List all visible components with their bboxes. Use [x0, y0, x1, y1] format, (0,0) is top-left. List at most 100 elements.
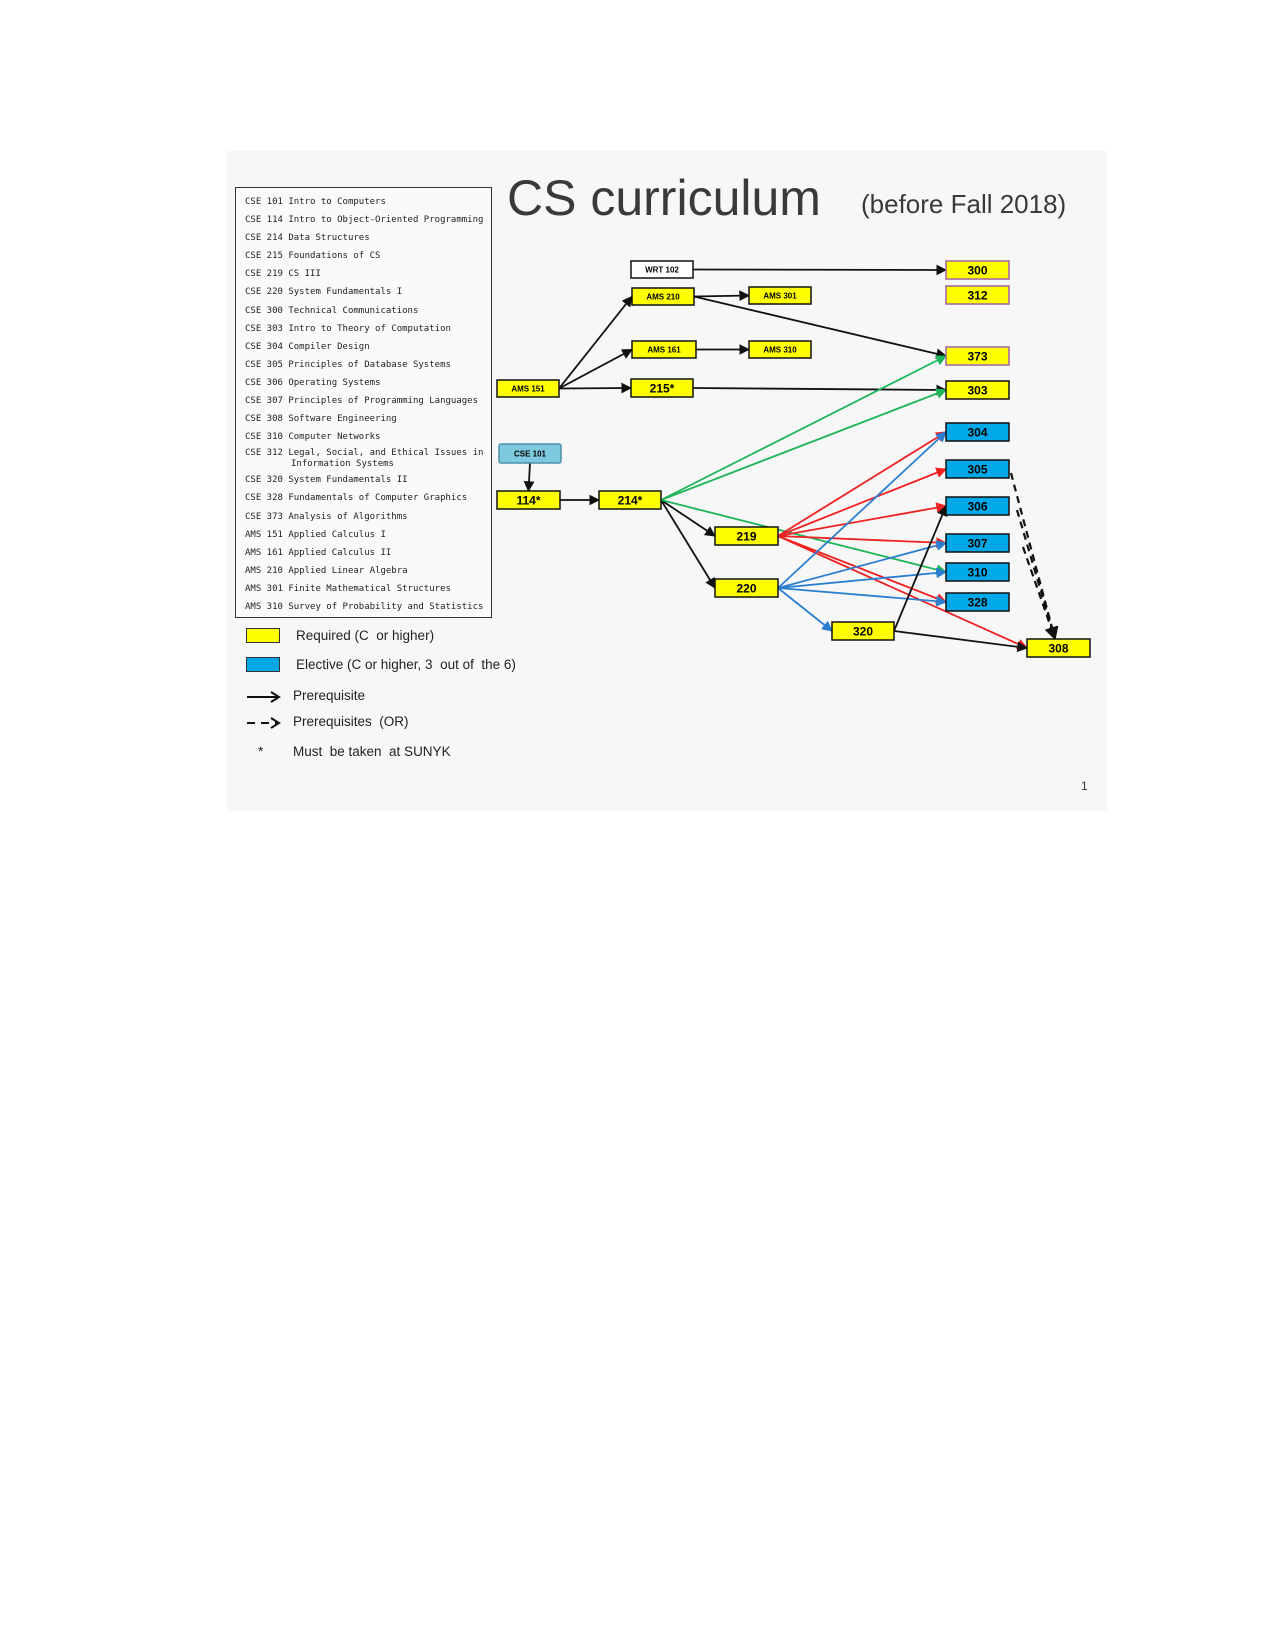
course-list-item: CSE 307 Principles of Programming Langua… [245, 396, 478, 407]
node-c114-box [496, 490, 561, 510]
node-c304-label: 304 [967, 426, 987, 440]
course-list-item: CSE 373 Analysis of Algorithms [245, 511, 408, 522]
course-list-item: CSE 220 System Fundamentals I [245, 287, 403, 298]
node-c306: 306 [945, 496, 1010, 516]
node-c373: 373 [945, 346, 1010, 366]
node-ams310-box [748, 340, 812, 359]
node-c307-box [945, 533, 1010, 553]
course-list-item-text: CSE 312 Legal, Social, and Ethical Issue… [245, 448, 484, 459]
node-c328-label: 328 [967, 596, 987, 610]
course-list-item: AMS 310 Survey of Probability and Statis… [245, 601, 484, 612]
slide-subtitle: (before Fall 2018) [861, 189, 1067, 219]
node-ams210-label: AMS 210 [646, 293, 680, 302]
node-ams151: AMS 151 [496, 379, 560, 398]
edge-ams210-to-c373 [693, 295, 948, 360]
edge-c219-to-c306 [777, 502, 948, 537]
node-wrt102-box [630, 260, 694, 279]
node-cse101-box [498, 443, 562, 464]
node-wrt102: WRT 102 [630, 260, 694, 279]
node-c310: 310 [945, 562, 1010, 582]
node-ams210: AMS 210 [631, 287, 695, 306]
edge-c214-to-c220 [660, 499, 716, 589]
slide-title: CS curriculum [507, 170, 821, 226]
edge-c215-to-c303 [692, 384, 948, 396]
legend-row: Elective (C or higher, 3 out of the 6) [246, 657, 586, 675]
node-ams301: AMS 301 [748, 286, 812, 305]
course-list-item: CSE 304 Compiler Design [245, 341, 370, 352]
legend-label: Must be taken at SUNYK [293, 744, 451, 759]
page-number: 1 [1081, 779, 1088, 793]
node-c305: 305 [945, 459, 1010, 479]
course-list-item: CSE 219 CS III [245, 269, 321, 280]
edge-c305-to-c308 [1009, 472, 1059, 641]
edge-c219-to-c308 [777, 535, 1028, 649]
node-c307-label: 307 [967, 537, 987, 551]
node-c220-label: 220 [736, 582, 756, 596]
node-c304-box [945, 422, 1010, 442]
node-c373-box [945, 346, 1010, 366]
edge-c220-to-c328 [777, 587, 948, 607]
course-list-item: CSE 300 Technical Communications [245, 305, 419, 316]
course-list-item-text: Information Systems [291, 459, 394, 470]
edge-ams151-to-ams161 [558, 348, 633, 390]
node-ams310: AMS 310 [748, 340, 812, 359]
node-c305-box [945, 459, 1010, 479]
node-c310-label: 310 [967, 566, 987, 580]
edge-c219-to-c304 [777, 431, 947, 537]
node-ams210-box [631, 287, 695, 306]
node-c215-box [630, 378, 694, 398]
course-list-item: CSE 308 Software Engineering [245, 414, 397, 425]
course-list-item: CSE 101 Intro to Computers [245, 197, 386, 207]
edge-c307-to-c308 [1021, 546, 1058, 641]
node-c310-box [945, 562, 1010, 582]
edge-c220-to-c307 [777, 540, 948, 589]
node-ams301-label: AMS 301 [763, 292, 797, 301]
course-list-item: CSE 320 System Fundamentals II [245, 475, 408, 486]
node-c215-label: 215* [650, 382, 675, 396]
node-c215: 215* [630, 378, 694, 398]
node-c328: 328 [945, 592, 1010, 612]
course-list-item: CSE 310 Computer Networks [245, 432, 381, 443]
arrow-icon [247, 691, 281, 703]
course-list-item: CSE 328 Fundamentals of Computer Graphic… [245, 493, 468, 504]
edge-c320-to-c308 [893, 630, 1029, 653]
node-c305-label: 305 [967, 463, 987, 477]
legend-label: Required (C or higher) [296, 628, 435, 643]
edge-c219-to-c305 [777, 467, 948, 537]
course-list-item: CSE 305 Principles of Database Systems [245, 359, 451, 370]
node-c214: 214* [598, 490, 662, 510]
course-list-item: AMS 210 Applied Linear Algebra [245, 565, 408, 576]
node-c308-box [1026, 638, 1091, 658]
node-cse101-label: CSE 101 [514, 450, 547, 459]
node-c307: 307 [945, 533, 1010, 553]
node-c306-box [945, 496, 1010, 516]
node-c114-label: 114* [516, 494, 540, 508]
legend-label: Prerequisite [293, 688, 366, 703]
course-list-item: CSE 214 Data Structures [245, 233, 370, 244]
node-c303-label: 303 [967, 384, 987, 398]
node-ams161-label: AMS 161 [647, 346, 681, 355]
node-c214-label: 214* [618, 494, 643, 508]
node-c304: 304 [945, 422, 1010, 442]
legend-row: Prerequisites (OR) [246, 714, 586, 732]
edge-c214-to-c219 [660, 499, 716, 537]
asterisk-symbol: * [258, 744, 264, 759]
course-list-item: AMS 151 Applied Calculus I [245, 529, 386, 540]
node-c312: 312 [945, 285, 1010, 305]
node-c312-label: 312 [967, 289, 987, 303]
course-list-item: CSE 303 Intro to Theory of Computation [245, 323, 451, 334]
legend-swatch [246, 628, 280, 643]
node-c320-box [831, 621, 895, 641]
node-c300-box [945, 260, 1010, 280]
node-c320-label: 320 [853, 625, 873, 639]
legend-label: Elective (C or higher, 3 out of the 6) [296, 657, 516, 672]
node-ams161-box [631, 340, 697, 359]
edge-c220-to-c304 [777, 431, 947, 589]
dashed-arrow-icon [247, 717, 281, 729]
edge-ams151-to-c215 [558, 382, 633, 394]
node-ams151-box [496, 379, 560, 398]
node-c303-box [945, 380, 1010, 400]
edge-wrt102-to-c300 [692, 264, 948, 276]
edges [523, 264, 1059, 653]
